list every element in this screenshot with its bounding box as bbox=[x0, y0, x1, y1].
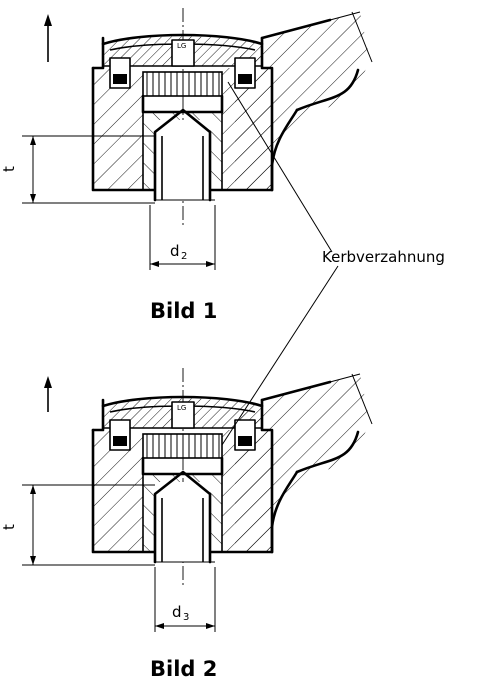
figure-2-dim-d-subscript: 3 bbox=[183, 612, 189, 623]
figure-2-dimension-t: t bbox=[0, 484, 155, 566]
figure-1-dim-d-subscript: 2 bbox=[181, 251, 187, 262]
figure-2-dim-t-label: t bbox=[0, 524, 18, 530]
figure-1-dim-d-label: d bbox=[170, 242, 180, 260]
figure-1-dimension-t: t bbox=[0, 135, 155, 204]
figure-2-dimension-d: d 3 bbox=[154, 567, 216, 632]
figure-1-caption: Bild 1 bbox=[150, 299, 217, 323]
figure-2-lift-arrow bbox=[44, 376, 52, 412]
callout-label: Kerbverzahnung bbox=[322, 248, 445, 266]
figure-2-dim-d-label: d bbox=[172, 603, 182, 621]
figure-1-dimension-d: d 2 bbox=[149, 205, 216, 270]
callout-leader-lines bbox=[221, 81, 339, 446]
figure-1-section-view bbox=[91, 8, 374, 228]
figure-1-lift-arrow bbox=[44, 14, 52, 62]
figure-2-caption: Bild 2 bbox=[150, 657, 217, 681]
figure-1-dim-t-label: t bbox=[0, 166, 18, 172]
figure-2-section-view bbox=[91, 368, 374, 588]
